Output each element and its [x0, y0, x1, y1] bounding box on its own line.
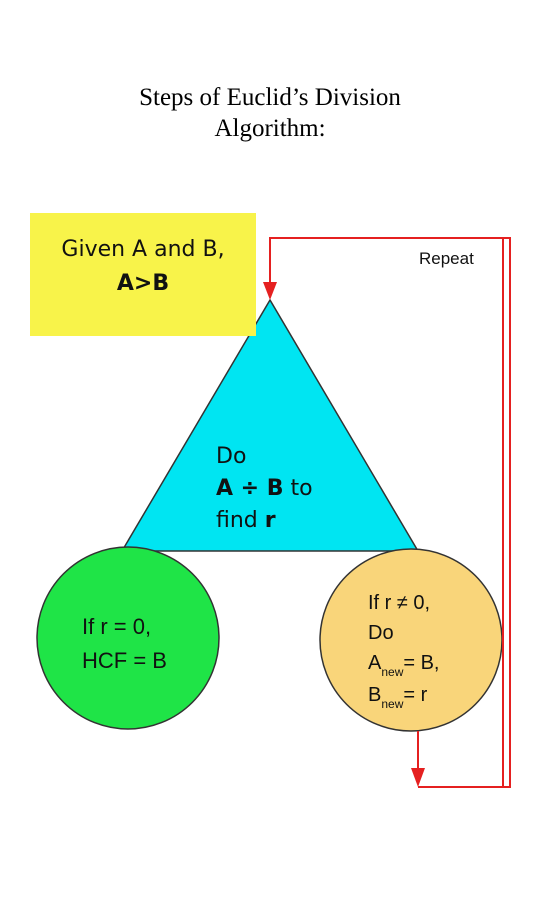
start-box-line-2: A>B	[116, 271, 170, 296]
zero-case-line-1: If r = 0,	[82, 614, 152, 639]
divide-step-text: Do A ÷ B to find r	[216, 441, 313, 537]
nonzero-case-line-1: If r ≠ 0,	[368, 592, 431, 614]
nonzero-case-line-2: Do	[368, 622, 394, 644]
divide-step-line-3: find r	[216, 505, 313, 537]
a-new-subscript: new	[381, 665, 404, 679]
start-box: Given A and B, A>B	[30, 213, 256, 336]
divide-step-line-1: Do	[216, 444, 247, 469]
start-box-line-1: Given A and B,	[61, 237, 225, 262]
divide-step-find: find	[216, 508, 265, 533]
zero-case-line-2: HCF = B	[82, 648, 167, 673]
b-new-var: B	[368, 684, 382, 706]
loop-arrowhead-down	[411, 768, 425, 787]
loop-arrowhead-into-triangle	[263, 282, 277, 300]
nonzero-case-text: If r ≠ 0, Do Anew= B, Bnew= r	[368, 588, 440, 712]
divide-step-triangle	[120, 298, 420, 552]
b-new-assign: = r	[403, 684, 428, 706]
divide-step-r: r	[264, 508, 276, 533]
divide-step-to: to	[283, 476, 313, 501]
nonzero-case-line-3: Anew= B,	[368, 648, 440, 680]
nonzero-case-line-4: Bnew= r	[368, 680, 440, 712]
zero-remainder-circle	[36, 546, 220, 730]
divide-step-expression: A ÷ B	[216, 476, 284, 501]
title-line-1: Steps of Euclid’s Division	[139, 84, 401, 111]
title-line-2: Algorithm:	[214, 115, 326, 142]
zero-case-text: If r = 0, HCF = B	[82, 610, 202, 678]
repeat-loop-return-line	[418, 237, 511, 788]
divide-step-line-2: A ÷ B to	[216, 473, 313, 505]
repeat-label: Repeat	[419, 249, 474, 268]
diagram-title: Steps of Euclid’s Division Algorithm:	[0, 82, 540, 144]
repeat-loop-top-line	[269, 237, 503, 282]
b-new-subscript: new	[381, 697, 404, 711]
a-new-assign: = B,	[403, 652, 440, 674]
a-new-var: A	[368, 652, 382, 674]
